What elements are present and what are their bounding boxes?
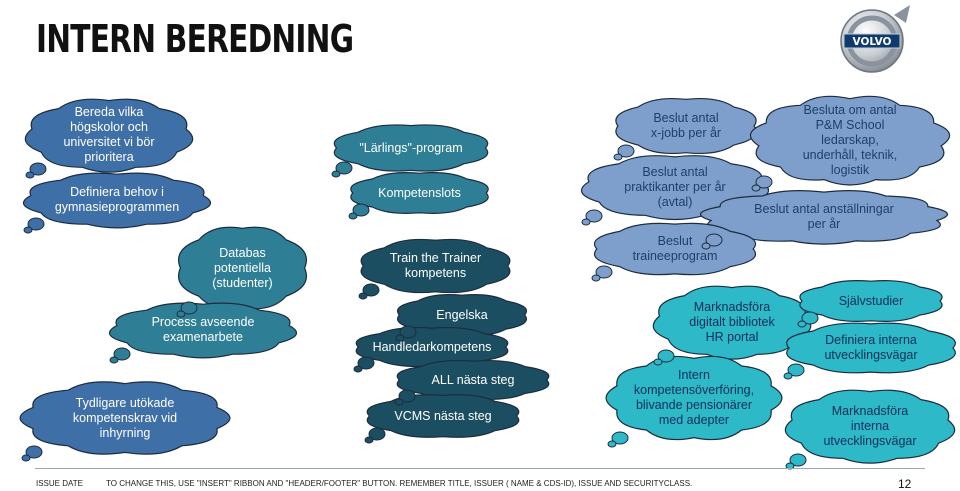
cloud-tail-small	[797, 320, 807, 328]
cloud-label-pm-school: Besluta om antal P&M School ledarskap, u…	[802, 102, 898, 177]
cloud-label-vcms: VCMS nästa steg	[394, 408, 492, 423]
cloud-label-train: Train the Trainer kompetens	[389, 251, 482, 280]
cloud-label-intern-kompetens: Intern kompetensöverföring, blivande pen…	[633, 368, 755, 427]
cloud-tail-large	[789, 453, 807, 467]
cloud-definiera-interna	[786, 322, 956, 374]
cloud-tail-small	[653, 358, 663, 366]
cloud-label-handledar: Handledarkompetens	[372, 339, 492, 354]
footer-divider	[35, 468, 925, 469]
cloud-vcms	[366, 394, 520, 438]
footer-note: TO CHANGE THIS, USE "INSERT" RIBBON AND …	[106, 479, 693, 488]
cloud-label-kompetenslots: Kompetenslots	[378, 185, 461, 200]
cloud-tail-large	[399, 325, 417, 339]
cloud-tail-small	[785, 462, 795, 470]
cloud-tail-large	[595, 265, 613, 279]
cloud-label-databas: Databas potentiella (studenter)	[212, 245, 273, 290]
cloud-label-all: ALL nästa steg	[431, 372, 515, 387]
cloud-label-praktikanter: Beslut antal praktikanter per år (avtal)	[624, 164, 726, 209]
cloud-tail-small	[109, 356, 119, 364]
cloud-definiera-behov	[22, 172, 212, 229]
cloud-tail-small	[358, 292, 368, 300]
volvo-logo: VOLVO	[840, 5, 910, 73]
cloud-tail-large	[357, 356, 375, 370]
cloud-tydligare	[19, 381, 231, 455]
cloud-tail-large	[705, 233, 723, 247]
cloud-label-marknadsfora-interna: Marknadsföra interna utvecklingsvägar	[823, 403, 917, 448]
cloud-tail-small	[591, 274, 601, 282]
cloud-anstallningar	[700, 190, 948, 245]
cloud-tail-large	[657, 349, 675, 363]
logo-text: VOLVO	[853, 36, 892, 48]
cloud-pm-school	[749, 95, 951, 186]
cloud-label-process: Process avseende examenarbete	[151, 315, 255, 344]
cloud-tail-small	[21, 454, 31, 462]
cloud-label-marknadsfora-digitalt: Marknadsföra digitalt bibliotek HR porta…	[689, 299, 775, 344]
cloud-tail-large	[617, 144, 635, 158]
cloud-process	[108, 302, 298, 359]
cloud-tail-small	[395, 334, 405, 342]
cloud-tail-large	[787, 363, 805, 377]
cloud-label-trainee: Beslut traineeprogram	[632, 234, 718, 263]
cloud-tail-large	[29, 162, 47, 176]
cloud-tail-small	[394, 398, 404, 406]
cloud-marknadsfora-interna	[784, 389, 956, 464]
cloud-tail-large	[801, 311, 819, 325]
cloud-label-larlings: "Lärlings"-program	[359, 140, 463, 155]
cloud-tail-large	[585, 209, 603, 223]
cloud-tail-large	[368, 427, 386, 441]
cloud-tail-large	[180, 301, 198, 315]
cloud-label-sjalvstudier: Självstudier	[838, 293, 904, 308]
cloud-tail-large	[755, 175, 773, 189]
cloud-tail-large	[335, 161, 353, 175]
cloud-tail-large	[27, 217, 45, 231]
cloud-tail-small	[581, 218, 591, 226]
page-number: 12	[898, 477, 912, 491]
cloud-tail-small	[348, 212, 358, 220]
cloud-larlings	[333, 124, 489, 172]
cloud-tail-small	[783, 372, 793, 380]
footer-issue-date: ISSUE DATE	[36, 479, 83, 488]
cloud-tail-small	[613, 153, 623, 161]
cloud-tail-small	[364, 436, 374, 444]
cloud-intern-kompetens	[605, 355, 783, 441]
cloud-label-definiera-interna: Definiera interna utvecklingsvägar	[824, 333, 918, 362]
cloud-tail-large	[352, 203, 370, 217]
page-title: INTERN BEREDNING	[36, 17, 354, 61]
cloud-tail-small	[331, 170, 341, 178]
cloud-tail-small	[353, 365, 363, 373]
cloud-label-engelska: Engelska	[436, 307, 488, 322]
cloud-tail-small	[25, 171, 35, 179]
cloud-tail-small	[607, 440, 617, 448]
cloud-tail-large	[25, 445, 43, 459]
cloud-tail-small	[751, 184, 761, 192]
cloud-label-tydligare: Tydligare utökade kompetenskrav vid inhy…	[72, 395, 178, 440]
cloud-kompetenslots	[350, 172, 489, 214]
cloud-train	[360, 238, 511, 294]
cloud-label-xjobb: Beslut antal x-jobb per år	[650, 111, 722, 140]
cloud-sjalvstudier	[799, 280, 943, 322]
cloud-tail-small	[176, 310, 186, 318]
cloud-label-anstallningar: Beslut antal anställningar per år	[754, 202, 894, 231]
cloud-bereda	[24, 98, 194, 173]
cloud-tail-large	[398, 389, 416, 403]
cloud-tail-small	[701, 242, 711, 250]
cloud-tail-large	[362, 283, 380, 297]
cloud-tail-large	[611, 431, 629, 445]
cloud-tail-small	[23, 226, 33, 234]
cloud-label-bereda: Bereda vilka högskolor och universitet v…	[63, 105, 155, 164]
cloud-tail-large	[113, 347, 131, 361]
cloud-xjobb	[615, 97, 757, 155]
cloud-label-definiera-behov: Definiera behov i gymnasieprogrammen	[54, 185, 180, 214]
